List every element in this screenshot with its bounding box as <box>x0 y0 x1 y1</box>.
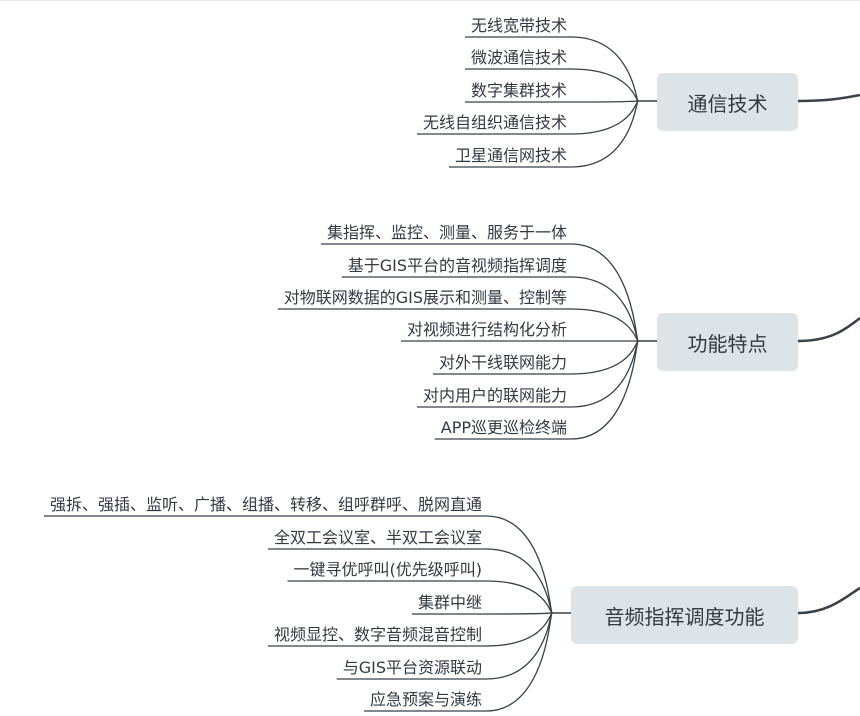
leaf-g1-0[interactable]: 无线宽带技术 <box>470 16 567 35</box>
leaf-g1-0-connector <box>464 36 639 102</box>
leaf-g3-1[interactable]: 全双工会议室、半双工会议室 <box>273 528 482 547</box>
leaf-g3-2-connector <box>287 580 553 614</box>
leaf-g2-6[interactable]: APP巡更巡检终端 <box>440 418 567 437</box>
leaf-g2-1-connector <box>341 276 639 342</box>
leaf-g1-3[interactable]: 无线自组织通信技术 <box>422 113 567 132</box>
leaf-g3-6-connector <box>363 612 553 712</box>
topic-communication-tech[interactable]: 通信技术 <box>657 73 798 131</box>
leaf-g3-3[interactable]: 集群中继 <box>417 593 482 612</box>
leaf-g2-2-connector <box>277 308 639 342</box>
leaf-g1-2-connector <box>464 100 639 103</box>
trunk-connector-1 <box>797 93 860 103</box>
leaf-g3-6[interactable]: 应急预案与演练 <box>369 690 482 709</box>
leaf-g2-6-connector <box>434 340 639 440</box>
trunk-connector-3 <box>797 586 860 615</box>
top-divider <box>0 0 860 1</box>
leaf-g1-4-connector <box>448 100 639 168</box>
leaf-g2-0[interactable]: 集指挥、监控、测量、服务于一体 <box>326 223 567 242</box>
topic-audio-dispatch[interactable]: 音频指挥调度功能 <box>571 586 798 644</box>
trunk-connector-2 <box>797 317 860 343</box>
leaf-g3-0[interactable]: 强拆、强插、监听、广播、组播、转移、组呼群呼、脱网直通 <box>49 495 482 514</box>
leaf-g1-1[interactable]: 微波通信技术 <box>470 48 567 67</box>
leaf-g2-2[interactable]: 对物联网数据的GIS展示和测量、控制等 <box>283 288 567 307</box>
leaf-g3-2[interactable]: 一键寻优呼叫(优先级呼叫) <box>293 560 483 579</box>
leaf-g2-3[interactable]: 对视频进行结构化分析 <box>406 320 567 339</box>
leaf-g3-4[interactable]: 视频显控、数字音频混音控制 <box>273 625 482 644</box>
leaf-g1-1-connector <box>464 68 639 102</box>
leaf-g3-5[interactable]: 与GIS平台资源联动 <box>342 658 482 677</box>
leaf-g3-1-connector <box>267 548 553 614</box>
leaf-g1-4[interactable]: 卫星通信网技术 <box>454 146 567 165</box>
leaf-g2-1[interactable]: 基于GIS平台的音视频指挥调度 <box>347 256 567 275</box>
leaf-g1-2[interactable]: 数字集群技术 <box>470 81 567 100</box>
leaf-g2-5[interactable]: 对内用户的联网能力 <box>422 386 567 405</box>
topic-features[interactable]: 功能特点 <box>657 313 798 371</box>
leaf-g3-3-connector <box>411 612 553 615</box>
leaf-g2-4[interactable]: 对外干线联网能力 <box>438 353 567 372</box>
